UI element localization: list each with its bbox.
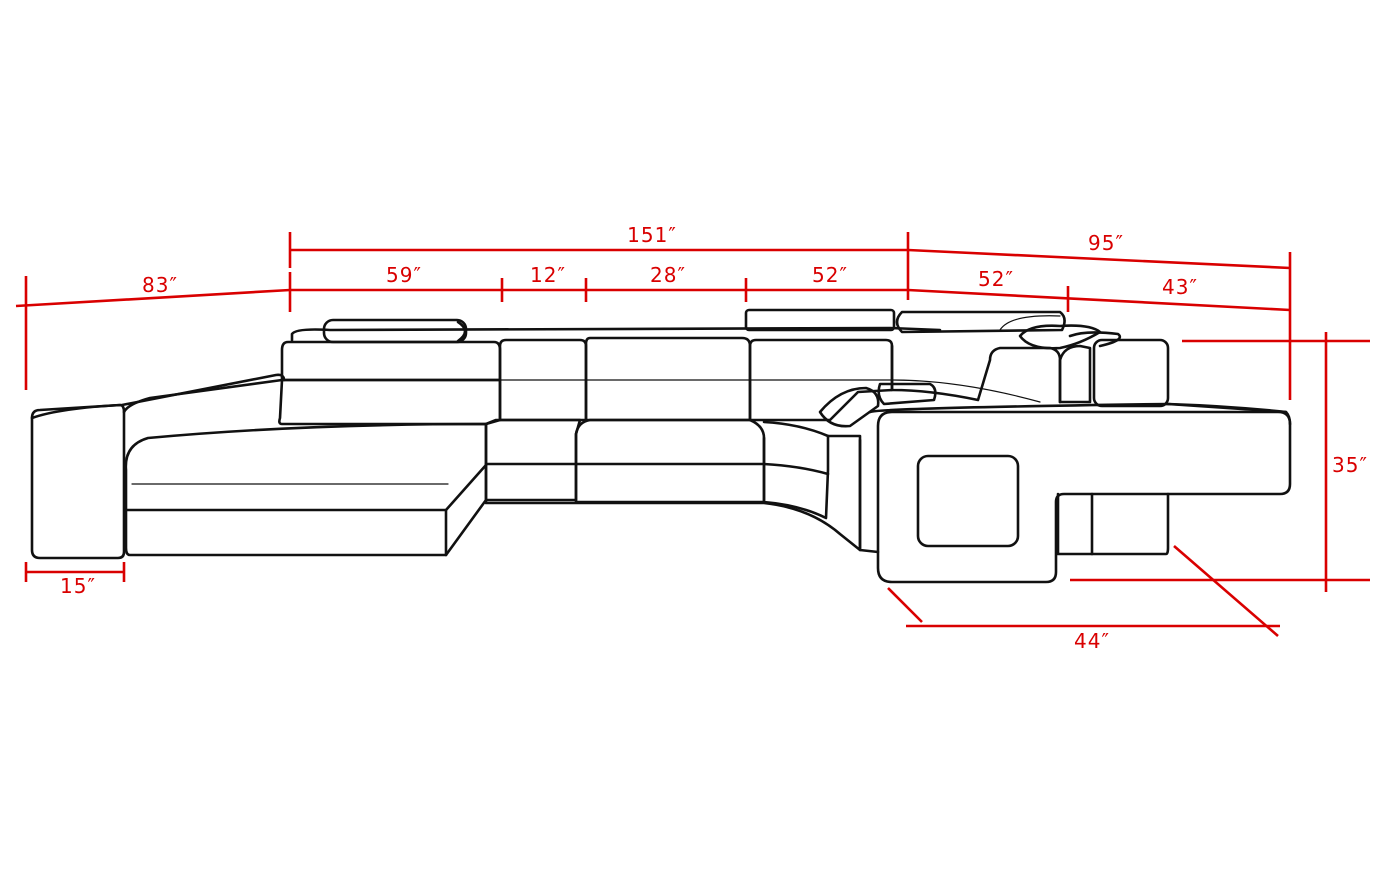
dim-label-83: 83″ — [142, 273, 178, 297]
back-top-rail — [290, 326, 942, 342]
dim-tick — [887, 587, 923, 623]
chaise-seat — [124, 422, 488, 557]
dim-label-95: 95″ — [1088, 231, 1124, 255]
sectional-sofa-drawing — [30, 308, 1292, 584]
dim-line-83 — [15, 288, 291, 308]
dim-label-59: 59″ — [386, 263, 422, 287]
back-cushion-4 — [748, 338, 894, 422]
side-cushion — [1058, 344, 1092, 404]
headrest-right — [895, 310, 1066, 334]
seat-cushion-2 — [484, 418, 582, 502]
dim-label-52: 52″ — [812, 263, 848, 287]
seat-curve-front — [762, 462, 830, 476]
headrest-right-detail — [999, 315, 1061, 331]
chaise-cushion-line — [124, 463, 488, 512]
left-arm-block — [30, 403, 126, 560]
dim-label-35: 35″ — [1332, 453, 1368, 477]
accent-pillow-2 — [877, 382, 937, 406]
seat-cushion-3 — [574, 418, 766, 504]
dim-tick — [1173, 545, 1279, 637]
back-cushion-1-lower — [278, 378, 502, 426]
right-base-foot — [1056, 492, 1170, 556]
corner-base — [826, 434, 880, 554]
accent-pillow — [818, 386, 880, 428]
back-cushion-3 — [584, 336, 752, 422]
dim-label-151: 151″ — [627, 223, 677, 247]
storage-opening — [916, 454, 1020, 548]
dim-line-right-segments — [907, 288, 1291, 312]
right-arm-panel — [876, 410, 1292, 584]
corner-back-cushion — [890, 344, 1062, 404]
headrest-left-end — [456, 320, 467, 343]
back-cushion-1-upper — [280, 340, 502, 382]
dimension-lines: 151″ 95″ 83″ 59″ 12″ 28″ 52″ 52″ 43″ 35″ — [15, 223, 1370, 653]
dim-label-right-52: 52″ — [978, 267, 1014, 291]
dim-label-right-43: 43″ — [1162, 275, 1198, 299]
dim-label-44: 44″ — [1074, 629, 1110, 653]
dim-label-28: 28″ — [650, 263, 686, 287]
dim-label-15: 15″ — [60, 574, 96, 598]
right-end-cushion — [1092, 338, 1170, 408]
corner-pillow-2 — [1068, 331, 1122, 348]
headrest-middle — [744, 308, 896, 332]
arm-back-edge — [1166, 402, 1288, 414]
dim-line-95 — [907, 248, 1291, 270]
base-front — [484, 438, 862, 552]
dim-label-12: 12″ — [530, 263, 566, 287]
back-stitch — [281, 379, 1041, 403]
seat-cushion-4 — [762, 420, 830, 520]
left-arm-inner — [122, 378, 284, 414]
